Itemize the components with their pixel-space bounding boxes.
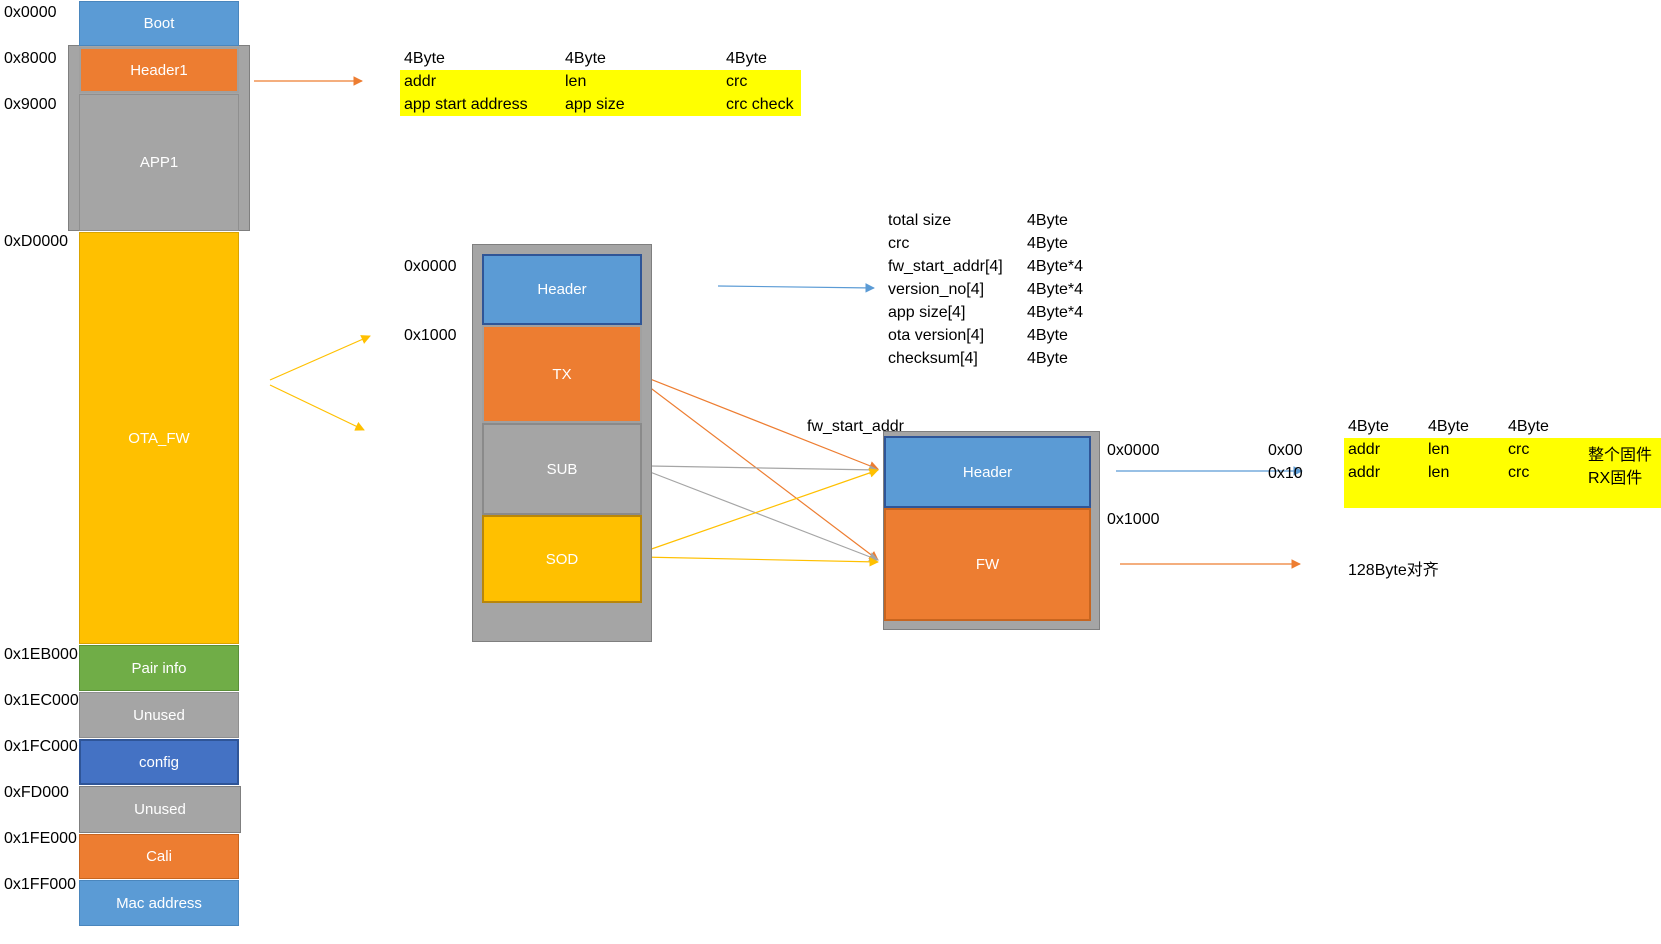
field-size: 4Byte <box>1027 327 1068 344</box>
header1-highlight <box>400 70 801 116</box>
size-cell: 4Byte <box>404 50 445 67</box>
tx-to-fw-line <box>639 379 879 561</box>
fw-start-addr-label: fw_start_addr <box>807 418 904 435</box>
mac-address-block: Mac address <box>79 880 239 926</box>
addr-label: 0x9000 <box>4 96 57 113</box>
size-cell: 4Byte <box>1428 418 1469 435</box>
field-cell: addr <box>404 73 437 90</box>
ota-fw-arrow-down <box>269 384 365 431</box>
fw-addr-label: 0x0000 <box>1107 442 1160 459</box>
pair-info-block: Pair info <box>79 645 239 691</box>
addr-label: 0x1FF000 <box>4 876 77 893</box>
cali-block: Cali <box>79 834 239 879</box>
field-size: 4Byte*4 <box>1027 258 1084 275</box>
field-name: crc <box>888 235 910 252</box>
ota-addr-label: 0x1000 <box>404 327 457 344</box>
tx-block: TX <box>482 325 642 423</box>
size-cell: 4Byte <box>726 50 767 67</box>
unused-block: Unused <box>79 786 241 833</box>
field-size: 4Byte*4 <box>1027 281 1084 298</box>
field-cell: len <box>1428 441 1450 458</box>
sub-to-fw-line <box>649 471 879 562</box>
offset-label: 0x00 <box>1268 442 1303 459</box>
tx-to-header-line <box>639 374 879 471</box>
alignment-note: 128Byte对齐 <box>1348 562 1439 579</box>
sub-to-header-line <box>649 465 879 475</box>
fw-addr-label: 0x1000 <box>1107 511 1160 528</box>
addr-label: 0x8000 <box>4 50 57 67</box>
fw-block: FW <box>884 508 1091 621</box>
desc-cell: app size <box>565 96 625 113</box>
field-size: 4Byte <box>1027 350 1068 367</box>
field-name: fw_start_addr[4] <box>888 258 1003 275</box>
addr-label: 0x1FC000 <box>4 738 78 755</box>
field-cell: addr <box>1348 464 1381 481</box>
addr-label: 0x1EB000 <box>4 646 78 663</box>
addr-label: 0xD0000 <box>4 233 69 250</box>
field-cell: addr <box>1348 441 1381 458</box>
desc-cell: 整个固件 <box>1588 447 1653 464</box>
field-name: ota version[4] <box>888 327 985 344</box>
size-cell: 4Byte <box>1508 418 1549 435</box>
config-block: config <box>79 739 239 785</box>
addr-label: 0x1EC000 <box>4 692 79 709</box>
field-size: 4Byte <box>1027 235 1068 252</box>
field-cell: crc <box>726 73 748 90</box>
field-cell: crc <box>1508 464 1530 481</box>
desc-cell: RX固件 <box>1588 470 1643 487</box>
ota-fw-arrow-up <box>269 335 371 381</box>
size-cell: 4Byte <box>565 50 606 67</box>
field-size: 4Byte <box>1027 212 1068 229</box>
desc-cell: app start address <box>404 96 528 113</box>
fw-header-block: Header <box>884 436 1091 508</box>
ota-addr-label: 0x0000 <box>404 258 457 275</box>
ota-fw-block: OTA_FW <box>79 232 239 644</box>
boot-block: Boot <box>79 1 239 46</box>
desc-cell: crc check <box>726 96 794 113</box>
sod-to-header-line <box>639 468 879 554</box>
fw-header-highlight <box>1344 438 1661 508</box>
sod-block: SOD <box>482 515 642 603</box>
ota-header-arrow <box>717 283 875 293</box>
addr-label: 0xFD000 <box>4 784 69 801</box>
sub-block: SUB <box>482 423 642 515</box>
offset-label: 0x10 <box>1268 465 1303 482</box>
addr-label: 0x1FE000 <box>4 830 77 847</box>
field-name: checksum[4] <box>888 350 978 367</box>
field-cell: len <box>1428 464 1450 481</box>
field-name: total size <box>888 212 952 229</box>
field-cell: len <box>565 73 587 90</box>
sod-to-fw-line <box>639 556 879 567</box>
field-cell: crc <box>1508 441 1530 458</box>
app1-block: APP1 <box>79 94 239 231</box>
unused-block: Unused <box>79 692 239 738</box>
field-name: app size[4] <box>888 304 966 321</box>
field-name: version_no[4] <box>888 281 985 298</box>
header1-block: Header1 <box>79 47 239 93</box>
field-size: 4Byte*4 <box>1027 304 1084 321</box>
ota-header-block: Header <box>482 254 642 325</box>
addr-label: 0x0000 <box>4 4 57 21</box>
size-cell: 4Byte <box>1348 418 1389 435</box>
